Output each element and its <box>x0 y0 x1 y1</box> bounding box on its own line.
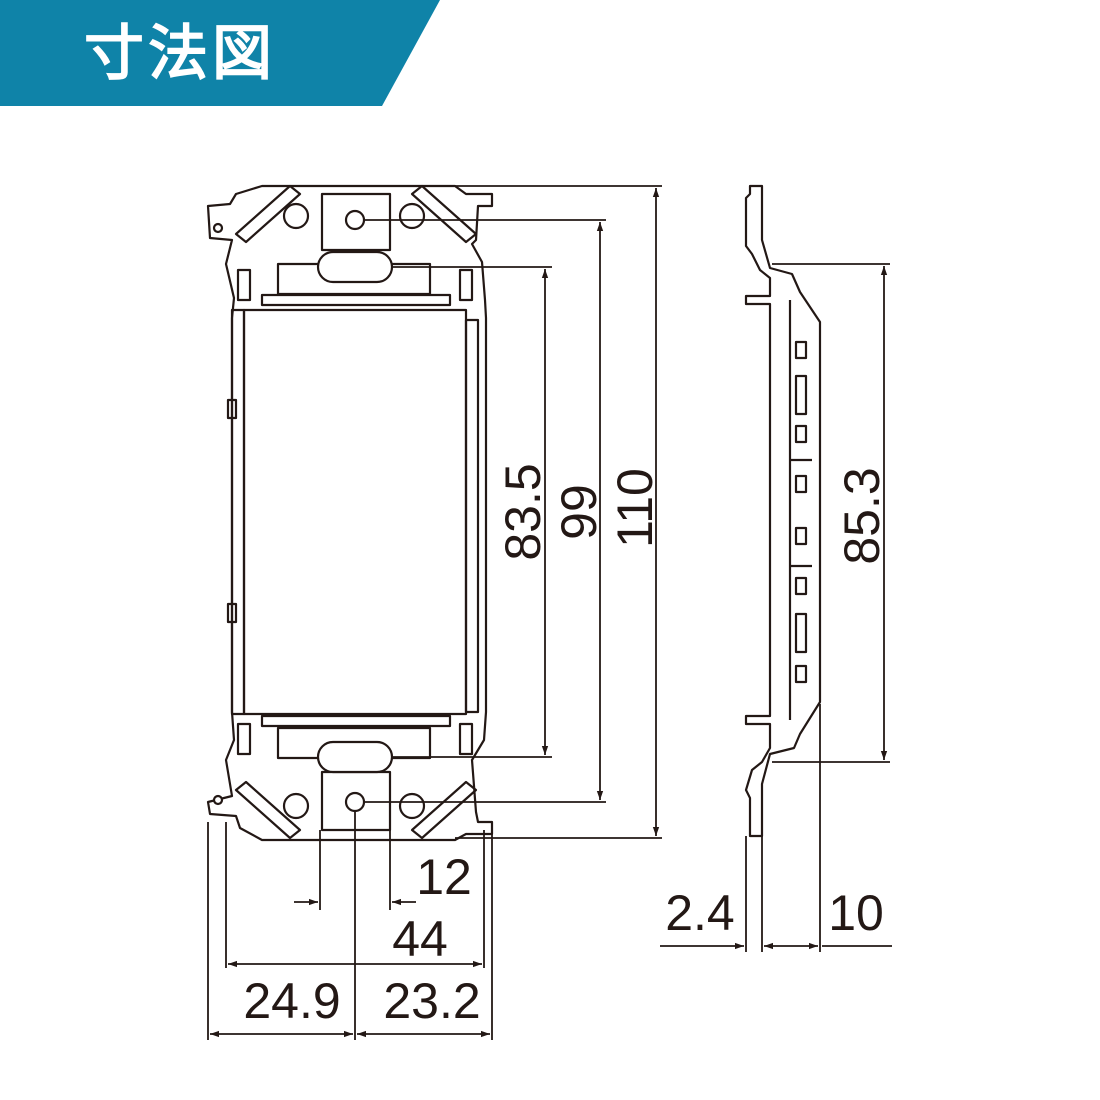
page-title: 寸法図 <box>84 19 276 89</box>
side-slot-1 <box>794 340 808 360</box>
side-view <box>744 184 822 838</box>
label-23-2: 23.2 <box>383 973 480 1029</box>
bottom-left-tab <box>236 722 252 756</box>
left-rail-notch-bottom <box>226 602 238 624</box>
side-slot-8 <box>794 664 808 684</box>
label-110: 110 <box>607 468 663 548</box>
top-right-screw-hole <box>398 202 426 230</box>
right-rail <box>464 318 480 714</box>
label-83-5: 83.5 <box>495 463 551 560</box>
bottom-left-ear-hole <box>212 794 224 806</box>
top-right-brace <box>410 184 478 244</box>
top-left-tab <box>236 268 252 302</box>
banner-shape <box>0 0 440 106</box>
bottom-left-screw-hole <box>282 792 310 820</box>
side-slot-4 <box>794 474 808 494</box>
label-44: 44 <box>392 911 448 967</box>
top-center-hole <box>344 209 366 231</box>
top-strip <box>260 293 452 307</box>
bottom-right-screw-hole <box>398 792 426 820</box>
left-rail <box>230 308 246 716</box>
label-12: 12 <box>416 849 472 905</box>
bottom-strip <box>260 714 452 728</box>
side-slot-7 <box>794 612 808 654</box>
header-banner <box>0 0 440 106</box>
dimension-labels: 110 99 83.5 85.3 12 44 24.9 23.2 2.4 10 <box>243 463 890 1029</box>
top-oval-slot <box>316 250 394 284</box>
side-slot-2 <box>794 374 808 416</box>
top-left-screw-hole <box>282 202 310 230</box>
bottom-center-hole <box>344 791 366 813</box>
bottom-oval-slot <box>316 740 394 774</box>
side-profile <box>744 184 822 838</box>
side-slot-3 <box>794 424 808 444</box>
label-85-3: 85.3 <box>834 467 890 564</box>
bottom-right-tab <box>458 722 474 756</box>
left-rail-notch-top <box>226 398 238 420</box>
label-2-4: 2.4 <box>665 885 735 941</box>
label-99: 99 <box>551 484 607 540</box>
label-24-9: 24.9 <box>243 973 340 1029</box>
front-frame-outline <box>206 184 494 842</box>
top-left-brace <box>234 184 302 244</box>
label-10: 10 <box>828 885 884 941</box>
side-slot-6 <box>794 576 808 596</box>
bottom-left-brace <box>234 780 302 840</box>
side-slot-5 <box>794 526 808 546</box>
front-face <box>242 308 468 716</box>
front-holes <box>212 202 426 820</box>
top-right-tab <box>458 268 474 302</box>
bottom-right-brace <box>410 780 478 840</box>
top-center-post <box>320 192 392 252</box>
top-left-ear-hole <box>212 222 224 234</box>
dimension-lines <box>207 185 892 1040</box>
